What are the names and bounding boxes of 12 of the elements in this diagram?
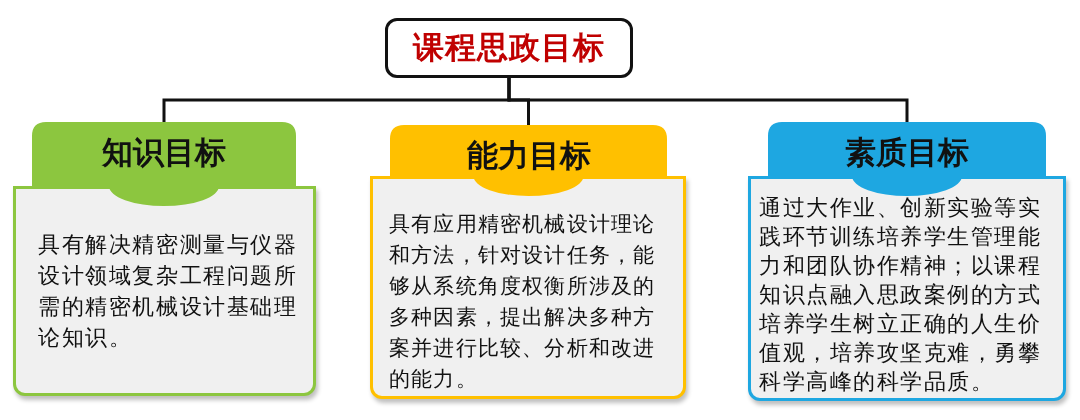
text-panel bbox=[748, 176, 1066, 401]
goal-heading: 素质目标 bbox=[768, 122, 1046, 196]
goal-description: 具有解决精密测量与仪器设计领域复杂工程问题所需的精密机械设计基础理论知识。 bbox=[38, 231, 299, 352]
goal-heading: 知识目标 bbox=[32, 122, 296, 206]
text-panel bbox=[370, 176, 686, 399]
title-box bbox=[385, 18, 633, 78]
goal-description: 通过大作业、创新实验等实践环节训练培养学生管理能力和团队协作精神；以课程知识点融入思政案例的方式培养学生树立正确的人生价值观，培养攻坚克难，勇攀科学高峰的科学品质。 bbox=[759, 194, 1042, 396]
text-panel bbox=[13, 186, 316, 396]
goal-heading: 能力目标 bbox=[390, 125, 667, 196]
title-text: 课程思政目标 bbox=[413, 28, 605, 67]
connector-line bbox=[507, 78, 909, 122]
goal-description: 具有应用精密机械设计理论和方法，针对设计任务，能够从系统角度权衡所涉及的多种因素，提出解决多种方案并进行比较、分析和改进的能力。 bbox=[389, 211, 657, 393]
